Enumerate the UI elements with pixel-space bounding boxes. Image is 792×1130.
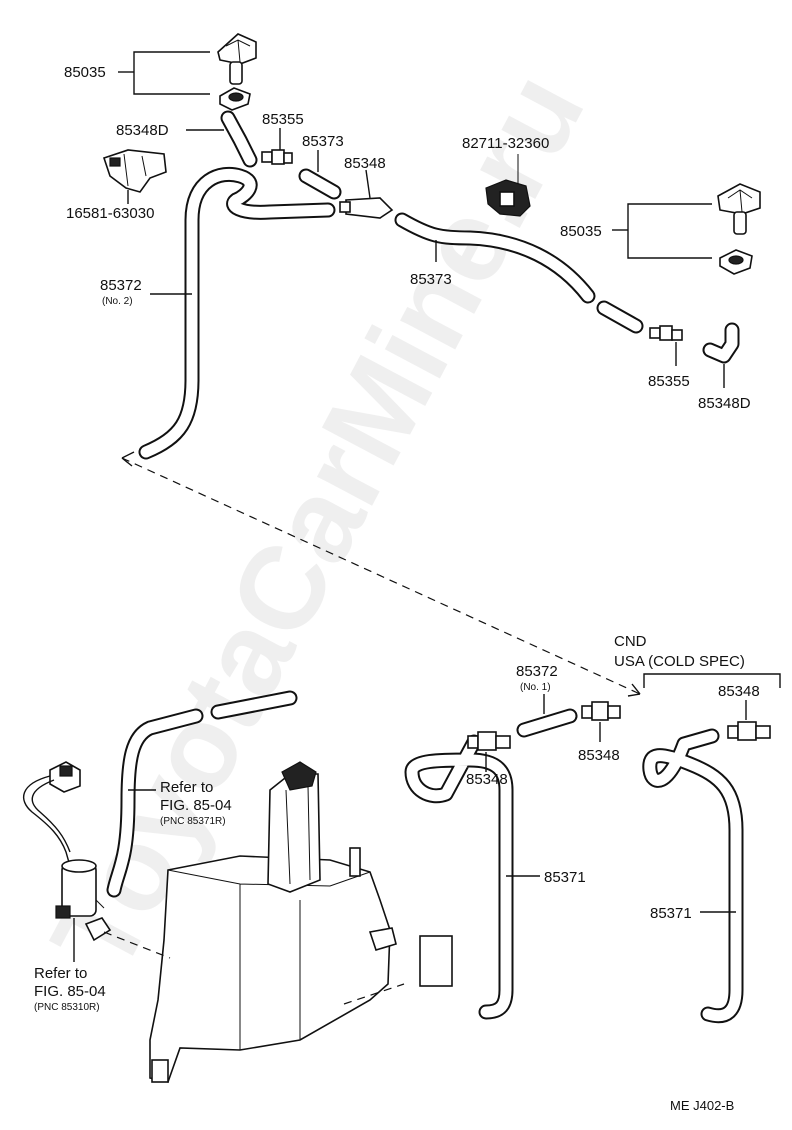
ref-bot-line2: FIG. 85-04 [34,983,106,1000]
connector-85348-e [727,721,771,741]
washer-pump-left [23,761,112,942]
label-85355-b: 85355 [648,373,690,390]
connector-85355-a [261,149,293,165]
bracket-cold-spec [643,673,781,688]
washer-nozzle-right [717,183,761,275]
label-85373-b: 85373 [410,271,452,288]
check-valve-82711 [485,154,531,217]
washer-reservoir [149,761,397,1083]
ref-top-line1: Refer to [160,779,213,796]
connector-85355-b [649,325,683,341]
label-85348-e: 85348 [718,683,760,700]
label-cnd: CND [614,633,647,650]
label-85035-a: 85035 [64,64,106,81]
label-85373-a: 85373 [302,133,344,150]
washer-pump-right [419,935,453,987]
label-85348D-b: 85348D [698,395,751,412]
ref-bot-line3: (PNC 85310R) [34,1002,100,1013]
label-85372-no2: 85372 [100,277,142,294]
ref-top-line2: FIG. 85-04 [160,797,232,814]
label-85348D-a: 85348D [116,122,169,139]
label-82711-32360: 82711-32360 [462,135,549,152]
ref-top-line3: (PNC 85371R) [160,816,226,827]
label-85348-a: 85348 [344,155,386,172]
label-85372-no1: 85372 [516,663,558,680]
bracket-85035-a [133,51,210,95]
label-85371-a: 85371 [544,869,586,886]
label-85348-d: 85348 [578,747,620,764]
label-85372-no2-sub: (No. 2) [102,296,133,307]
label-85372-no1-sub: (No. 1) [520,682,551,693]
ref-bot-line1: Refer to [34,965,87,982]
label-85371-b: 85371 [650,905,692,922]
bracket-85035-b [627,203,712,259]
connector-85348-c [467,731,511,751]
diagram-code: ME J402-B [670,1098,734,1113]
connection-dashed-line [121,457,641,695]
label-85035-b: 85035 [560,223,602,240]
label-85348-c: 85348 [466,771,508,788]
connector-85348-d [581,701,621,721]
joint-85348-a [339,197,394,219]
label-85355-a: 85355 [262,111,304,128]
washer-nozzle-left [217,33,257,111]
label-16581-63030: 16581-63030 [66,205,154,222]
hose-clip [102,149,167,193]
label-usa-cold-spec: USA (COLD SPEC) [614,653,745,670]
